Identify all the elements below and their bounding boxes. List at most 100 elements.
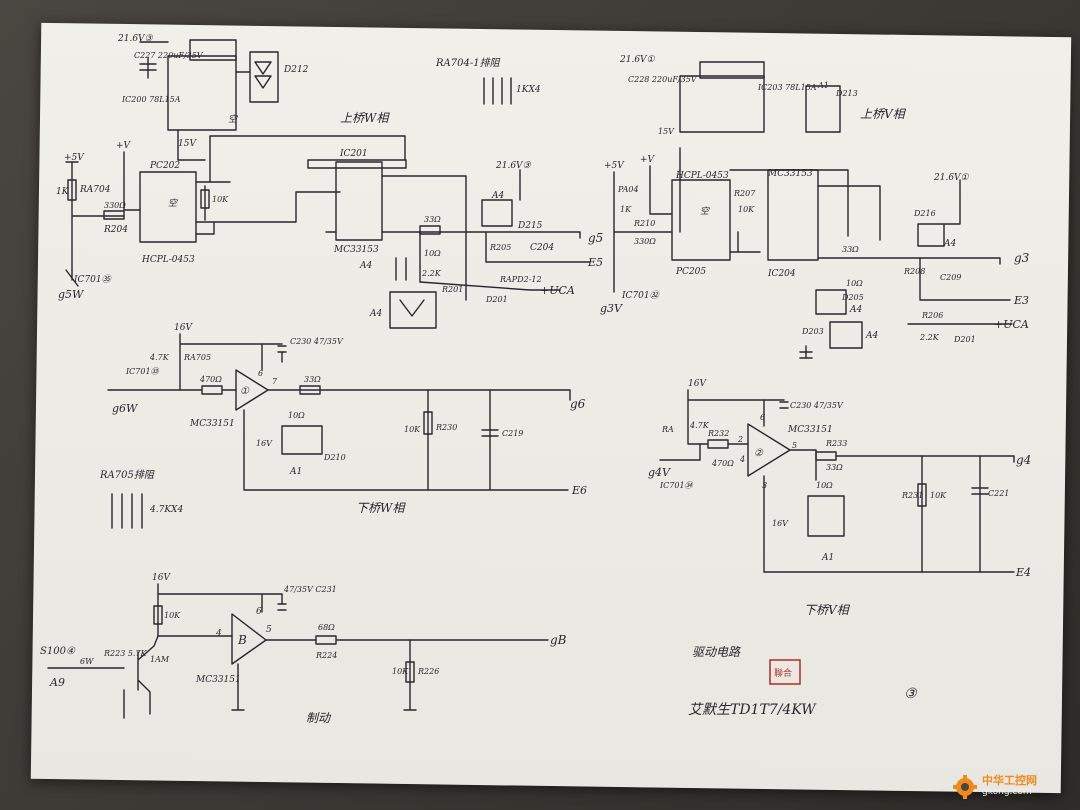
v-high-r-1k: 1K <box>620 205 632 214</box>
v-high-regulator-top <box>699 61 765 79</box>
brake-pin-5: 5 <box>266 625 272 635</box>
w-high-r-33-body <box>419 225 441 235</box>
v-high-reg-chip: IC203 78L15A <box>757 83 817 92</box>
w-low-rail-wire <box>179 333 263 391</box>
v-high-plus-v: +V <box>640 155 656 165</box>
w-low-c-219: C219 <box>502 429 523 438</box>
w-low-buffer-triangle <box>235 369 269 411</box>
v-low-r-231-body <box>917 483 927 507</box>
w-high-opto-empty: 空 <box>168 198 178 209</box>
brake-pin-6: 6 <box>256 607 262 617</box>
ra704-strokes <box>483 77 512 105</box>
v-high-r-pa04: PA04 <box>617 185 639 194</box>
v-low-r-ra: RA <box>661 425 674 434</box>
footer-model: 艾默生TD1T7/4KW <box>688 702 817 718</box>
w-low-a1: A1 <box>289 467 302 477</box>
w-low-r-4-7k: 4.7K <box>149 353 170 362</box>
brake-r-10k: 10K <box>164 611 181 620</box>
footer-seal-text: 聯合 <box>774 667 792 679</box>
w-low-r-33: 33Ω <box>304 375 321 384</box>
v-low-rail-wire <box>687 389 765 445</box>
w-high-ic-arrow <box>65 269 79 287</box>
brake-cap: 47/35V C231 <box>283 585 337 594</box>
w-high-driver-box <box>335 161 383 241</box>
w-high-reg-diode: D212 <box>283 65 309 75</box>
v-low-title: 下桥V相 <box>804 603 851 617</box>
w-high-a4-c: A4 <box>369 309 382 319</box>
v-high-d-216: D216 <box>913 209 936 218</box>
w-high-d-201: D201 <box>485 295 508 304</box>
brake-r-68-body <box>315 635 337 645</box>
w-low-rail2: 16V <box>256 439 273 448</box>
w-high-out-g5: g5 <box>588 231 603 245</box>
v-low-r-233: R233 <box>825 439 847 448</box>
w-high-reg-diode-box <box>249 51 279 103</box>
v-high-out-e3: E3 <box>1013 294 1029 307</box>
w-low-ic-ref: IC701㉝ <box>125 367 161 376</box>
brake-transistor: 1AM <box>150 655 170 664</box>
ra705-note: RA705排阻 4.7KX4 <box>99 469 183 529</box>
v-high-r-206: R206 <box>921 311 943 320</box>
w-low-d-210: D210 <box>323 453 346 462</box>
w-high-uca-wire <box>419 281 561 291</box>
v-low-r-233-body <box>815 451 837 461</box>
v-high-d-203: D203 <box>801 327 824 336</box>
brake-r-226-body <box>405 661 415 683</box>
brake-rail: 16V <box>152 573 171 583</box>
brake-transistor-wires <box>47 635 159 719</box>
w-low-rail: 16V <box>174 323 193 333</box>
v-low-sig-g4v: g4V <box>648 466 671 479</box>
brake-section: 16V 10K 47/35V C231 B MC33151 4 5 6 68Ω … <box>40 573 567 725</box>
w-high-r-33: 33Ω <box>424 215 441 224</box>
v-high-driver-box <box>767 169 819 261</box>
v-low-pin-5: 5 <box>792 441 797 450</box>
brake-r-10k-b: 10K <box>392 667 409 676</box>
w-low-r-10: 10Ω <box>288 411 305 420</box>
v-high-title: 上桥V相 <box>860 107 907 121</box>
w-high-reg-chip: IC200 78L15A <box>121 95 181 104</box>
v-low-rail: 16V <box>688 379 707 389</box>
v-high-supply2: 21.6V① <box>933 173 970 183</box>
brake-pin-4: 4 <box>215 629 222 639</box>
footer-page-no: ③ <box>904 686 918 702</box>
v-high-input-wires <box>613 147 681 293</box>
v-high-a4-box <box>917 223 945 247</box>
w-high-a4-a: A4 <box>491 191 504 201</box>
w-high-driver-chip: IC201 <box>339 149 368 159</box>
v-low-pin-4: 4 <box>739 455 745 464</box>
v-high-c-209: C209 <box>940 273 961 282</box>
watermark: 中华工控网 gkong.com <box>952 772 1072 804</box>
brake-title: 制动 <box>306 711 332 725</box>
w-high-a4-box <box>481 199 513 227</box>
v-low-output-wires <box>763 449 1015 573</box>
w-low-buffer-no: ① <box>240 386 250 397</box>
v-high-reg-a1: A1 <box>817 81 829 90</box>
w-high-r-205: R205 <box>489 243 511 252</box>
w-high-regulator-box <box>167 55 237 131</box>
v-high-vcc-5v: +5V <box>604 161 625 171</box>
w-low-title: 下桥W相 <box>356 501 406 515</box>
v-low-c-221: C221 <box>988 489 1009 498</box>
w-high-r-1k: 1K <box>56 187 70 197</box>
brake-wires <box>157 635 549 711</box>
brake-r-68: 68Ω <box>318 623 335 632</box>
v-low-cap: C230 47/35V <box>790 401 844 410</box>
v-low-r-232: R232 <box>707 429 729 438</box>
brake-r-6w: 6W <box>80 657 94 666</box>
v-high-out-g3: g3 <box>1014 251 1030 265</box>
v-high-r-33: 33Ω <box>842 245 859 254</box>
w-low-r-ra705: RA705 <box>183 353 211 362</box>
v-high-r-210: R210 <box>633 219 655 228</box>
ra704-title: RA704-1排阻 <box>435 57 501 69</box>
v-low-cap-symbol <box>763 399 789 409</box>
v-high-rail-15v: 15V <box>658 127 675 136</box>
w-high-reg-diodes <box>235 61 272 89</box>
w-high-opto-part: HCPL-0453 <box>141 255 195 265</box>
v-low-r-10: 10Ω <box>816 481 833 490</box>
footer-circuit-name: 驱动电路 <box>692 645 741 659</box>
w-high-vcc-5v: +5V <box>64 153 85 163</box>
w-high-a4-bottom-box <box>389 291 437 329</box>
v-low-a1: A1 <box>821 553 834 563</box>
v-high-reg-diode: D213 <box>835 89 858 98</box>
v-high-r-2-2k: 2.2K <box>919 333 940 342</box>
